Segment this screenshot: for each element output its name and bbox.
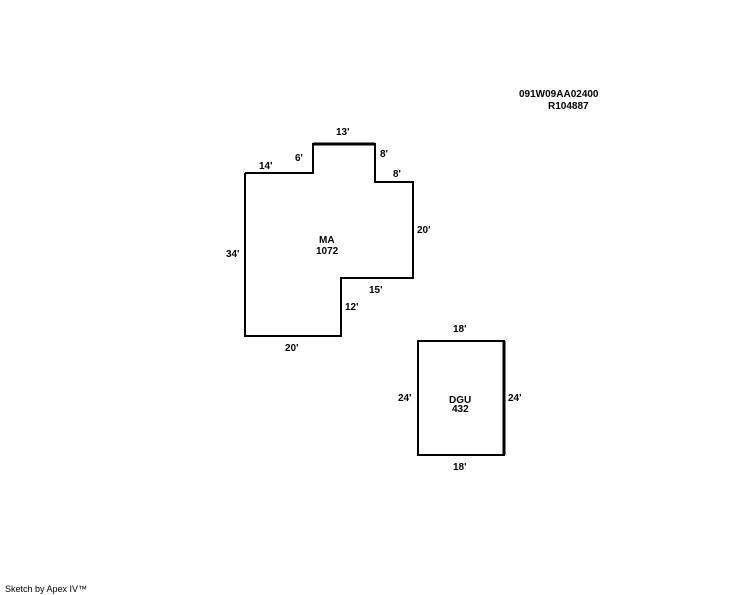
main-area-code: MA bbox=[319, 235, 335, 246]
dim-notch-side: 12' bbox=[345, 302, 359, 313]
dim-left: 34' bbox=[226, 249, 240, 260]
dim-top: 13' bbox=[336, 127, 350, 138]
dim-right-step-out: 8' bbox=[393, 169, 401, 180]
garage-dim-top: 18' bbox=[453, 324, 467, 335]
dim-right-step-down: 8' bbox=[380, 149, 388, 160]
main-area-outline bbox=[244, 143, 414, 337]
garage-dim-bottom: 18' bbox=[453, 462, 467, 473]
garage-code: DGU bbox=[449, 395, 472, 406]
garage-dim-left: 24' bbox=[398, 393, 412, 404]
garage-size: 432 bbox=[452, 404, 469, 415]
dim-bottom: 20' bbox=[285, 343, 299, 354]
dim-top-left: 14' bbox=[259, 161, 273, 172]
account-id: R104887 bbox=[548, 101, 589, 112]
main-area-size: 1072 bbox=[316, 246, 339, 257]
dim-right: 20' bbox=[417, 225, 431, 236]
sketch-credit: Sketch by Apex IV™ bbox=[5, 584, 88, 594]
dim-step-up: 6' bbox=[295, 153, 303, 164]
parcel-id: 091W09AA02400 bbox=[519, 89, 599, 100]
dim-notch-top: 15' bbox=[369, 285, 383, 296]
garage-dim-right: 24' bbox=[508, 393, 522, 404]
